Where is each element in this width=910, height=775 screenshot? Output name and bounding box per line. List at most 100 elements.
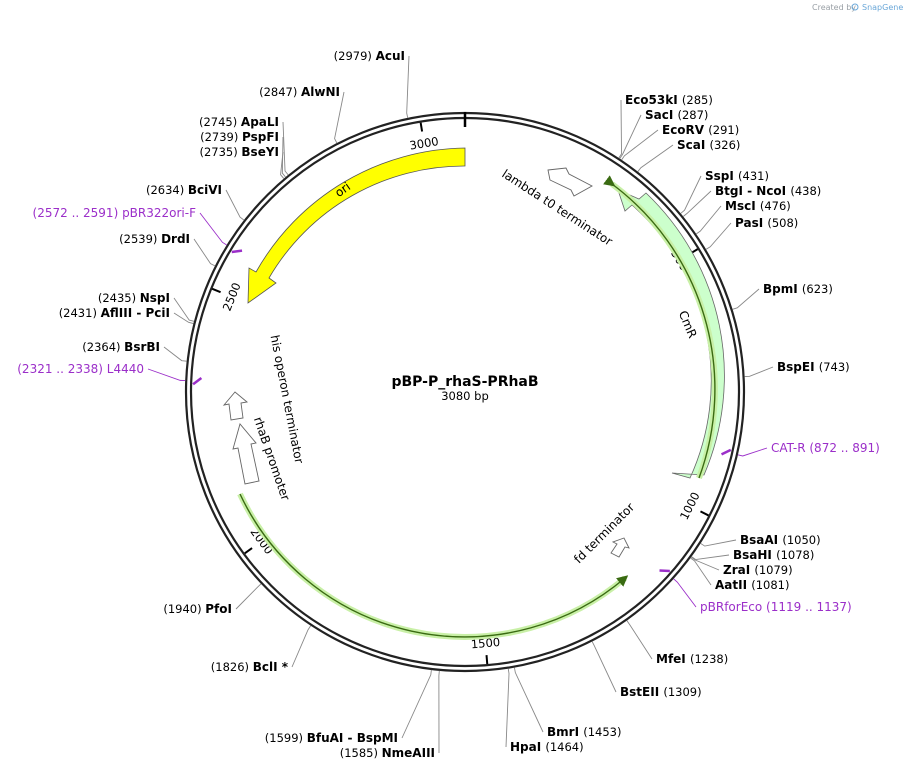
ori-feature[interactable] (247, 147, 466, 304)
site-position: (287) (678, 108, 709, 122)
site-name: ApaLI (241, 115, 279, 129)
restriction-site-label[interactable]: (2847) AlwNI (259, 85, 340, 99)
site-name: PspFI (242, 130, 279, 144)
site-name: BfuAI - BspMI (307, 731, 398, 745)
restriction-site-label[interactable]: AatII (1081) (715, 578, 789, 592)
rhab-promoter-arrow[interactable] (232, 423, 260, 485)
restriction-site-label[interactable]: (2634) BciVI (146, 183, 222, 197)
cmr-label: CmR (676, 309, 700, 341)
restriction-site-label[interactable]: PasI (508) (735, 216, 798, 230)
site-leader (618, 99, 622, 159)
site-name: PfoI (205, 602, 232, 616)
site-name: MfeI (656, 652, 690, 666)
fd-terminator-arrow[interactable] (610, 537, 630, 558)
restriction-site-label[interactable]: (2735) BseYI (200, 145, 280, 159)
site-name: ScaI (677, 138, 710, 152)
restriction-site-label[interactable]: (2435) NspI (98, 291, 170, 305)
restriction-site-label[interactable]: HpaI (1464) (510, 740, 584, 754)
site-position: (2431) (59, 306, 101, 320)
site-name: Eco53kI (625, 93, 682, 107)
restriction-site-label[interactable]: BmrI (1453) (547, 725, 621, 739)
site-name: BciVI (188, 183, 222, 197)
site-position: (2435) (98, 291, 140, 305)
restriction-site-label[interactable]: SacI (287) (645, 108, 708, 122)
site-name: ZraI (723, 563, 754, 577)
site-name: MscI (725, 199, 760, 213)
site-name: AatII (715, 578, 751, 592)
credit-prefix: Created by (812, 3, 856, 12)
site-position: (438) (790, 184, 821, 198)
site-position: (2634) (146, 183, 188, 197)
restriction-site-label[interactable]: (2739) PspFI (200, 130, 279, 144)
site-leader (334, 91, 345, 144)
site-leader (173, 297, 195, 322)
restriction-site-label[interactable]: ScaI (326) (677, 138, 740, 152)
restriction-site-label[interactable]: MscI (476) (725, 199, 791, 213)
site-position: (291) (708, 123, 739, 137)
site-position: (1050) (782, 533, 820, 547)
primer-range: (1119 .. 1137) (766, 600, 852, 614)
snapgene-logo-text: SnapGene (862, 3, 903, 12)
site-name: BtgI - NcoI (715, 184, 790, 198)
site-name: NmeAIII (382, 746, 435, 760)
restriction-site-label[interactable]: BsaAI (1050) (740, 533, 821, 547)
site-name: DrdI (161, 232, 190, 246)
restriction-site-label[interactable]: (1599) BfuAI - BspMI (265, 731, 398, 745)
site-leader (173, 312, 194, 325)
site-name: BsaAI (740, 533, 782, 547)
primer-label[interactable]: (2321 .. 2338) L4440 (17, 362, 144, 376)
restriction-site-label[interactable]: (2364) BsrBI (82, 340, 160, 354)
primer-label[interactable]: CAT-R (872 .. 891) (771, 441, 880, 455)
restriction-site-label[interactable]: (2745) ApaLI (199, 115, 279, 129)
restriction-site-label[interactable]: (1585) NmeAIII (340, 746, 435, 760)
site-leader (281, 136, 286, 178)
site-name: EcoRV (662, 123, 708, 137)
restriction-site-label[interactable]: (1940) PfoI (163, 602, 232, 616)
site-name: PasI (735, 216, 767, 230)
site-position: (2364) (82, 340, 124, 354)
site-position: (1826) (211, 660, 253, 674)
site-position: (1081) (751, 578, 789, 592)
restriction-site-label[interactable]: Eco53kI (285) (625, 93, 713, 107)
restriction-site-label[interactable]: (2539) DrdI (119, 232, 190, 246)
site-name: AflIII - PciI (101, 306, 170, 320)
site-position: (2847) (259, 85, 301, 99)
restriction-site-label[interactable]: BstEII (1309) (620, 685, 702, 699)
restriction-site-label[interactable]: BtgI - NcoI (438) (715, 184, 821, 198)
primer-name: L4440 (107, 362, 144, 376)
orf-line-right (603, 175, 716, 479)
restriction-site-label[interactable]: (2431) AflIII - PciI (59, 306, 170, 320)
site-position: (1309) (663, 685, 701, 699)
restriction-site-label[interactable]: BpmI (623) (763, 282, 833, 296)
site-name: HpaI (510, 740, 545, 754)
restriction-site-label[interactable]: SspI (431) (705, 169, 769, 183)
site-leader (163, 346, 187, 362)
restriction-site-label[interactable]: BspEI (743) (777, 360, 850, 374)
site-leader (695, 205, 722, 235)
site-name: BmrI (547, 725, 583, 739)
primer-label[interactable]: pBRforEco (1119 .. 1137) (700, 600, 852, 614)
restriction-site-label[interactable]: ZraI (1079) (723, 563, 793, 577)
restriction-site-label[interactable]: EcoRV (291) (662, 123, 739, 137)
plasmid-size: 3080 bp (441, 389, 489, 403)
primer-label[interactable]: (2572 .. 2591) pBR322ori-F (33, 206, 197, 220)
restriction-site-label[interactable]: BsaHI (1078) (733, 548, 814, 562)
restriction-site-label[interactable]: (1826) BclI * (211, 660, 289, 674)
site-leader (282, 121, 289, 176)
site-leader (744, 366, 774, 378)
primer-range: (872 .. 891) (809, 441, 879, 455)
his-operon-terminator-arrow[interactable] (222, 391, 249, 421)
site-position: (285) (682, 93, 713, 107)
tick-mark (485, 655, 489, 665)
site-position: (1078) (776, 548, 814, 562)
site-position: (743) (819, 360, 850, 374)
restriction-site-label[interactable]: (2979) AcuI (334, 49, 405, 63)
primer-range: (2572 .. 2591) (33, 206, 123, 220)
restriction-site-label[interactable]: MfeI (1238) (656, 652, 728, 666)
site-leader (280, 151, 285, 179)
lambda-t0-terminator-arrow[interactable] (547, 167, 593, 197)
tick-mark (419, 122, 424, 132)
site-leader (513, 667, 544, 733)
site-leader (732, 288, 760, 310)
site-leader (626, 620, 653, 660)
